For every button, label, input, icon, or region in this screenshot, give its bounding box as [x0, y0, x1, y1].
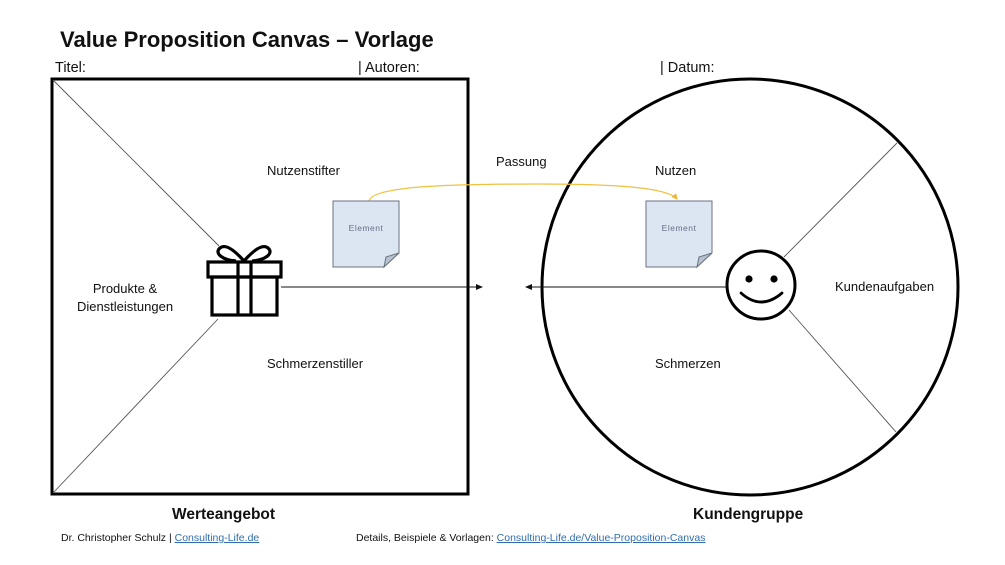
- divider-upper-radial: [783, 142, 898, 258]
- area-label-products-services: Produkte & Dienstleistungen: [70, 280, 180, 316]
- footer-author: Dr. Christopher Schulz | Consulting-Life…: [61, 532, 259, 544]
- divider-lower-diagonal: [52, 318, 219, 494]
- footer-author-link[interactable]: Consulting-Life.de: [174, 532, 260, 544]
- footer-author-text: Dr. Christopher Schulz |: [61, 532, 172, 544]
- sticky-note-gain[interactable]: [645, 200, 713, 269]
- fit-connector: [368, 183, 678, 202]
- area-label-gains: Nutzen: [655, 163, 697, 178]
- area-label-pain-relievers: Schmerzenstiller: [267, 356, 364, 371]
- title-field-label: Titel:: [55, 60, 86, 76]
- area-label-pains: Schmerzen: [655, 356, 721, 371]
- sticky-note-gain-creator[interactable]: [332, 200, 400, 269]
- footer-details: Details, Beispiele & Vorlagen: Consultin…: [356, 532, 705, 544]
- section-label-value-proposition: Werteangebot: [172, 506, 276, 523]
- area-label-customer-jobs: Kundenaufgaben: [835, 279, 935, 294]
- authors-field-label: | Autoren:: [358, 60, 420, 76]
- divider-lower-radial: [788, 309, 897, 433]
- note-text[interactable]: Element: [661, 223, 697, 233]
- area-label-line: Dienstleistungen: [76, 299, 174, 314]
- divider-upper-diagonal: [52, 79, 220, 247]
- note-text[interactable]: Element: [348, 223, 384, 233]
- area-label-line: Produkte &: [92, 281, 158, 296]
- area-label-gain-creators: Nutzenstifter: [267, 163, 340, 178]
- date-field-label: | Datum:: [660, 60, 715, 76]
- smiley-icon: [725, 249, 797, 321]
- footer-details-link[interactable]: Consulting-Life.de/Value-Proposition-Can…: [496, 532, 706, 544]
- fit-label: Passung: [496, 154, 547, 169]
- section-label-customer-segment: Kundengruppe: [693, 506, 804, 523]
- page-title: Value Proposition Canvas – Vorlage: [60, 27, 434, 52]
- footer-details-text: Details, Beispiele & Vorlagen:: [356, 532, 494, 544]
- gift-icon: [206, 245, 283, 317]
